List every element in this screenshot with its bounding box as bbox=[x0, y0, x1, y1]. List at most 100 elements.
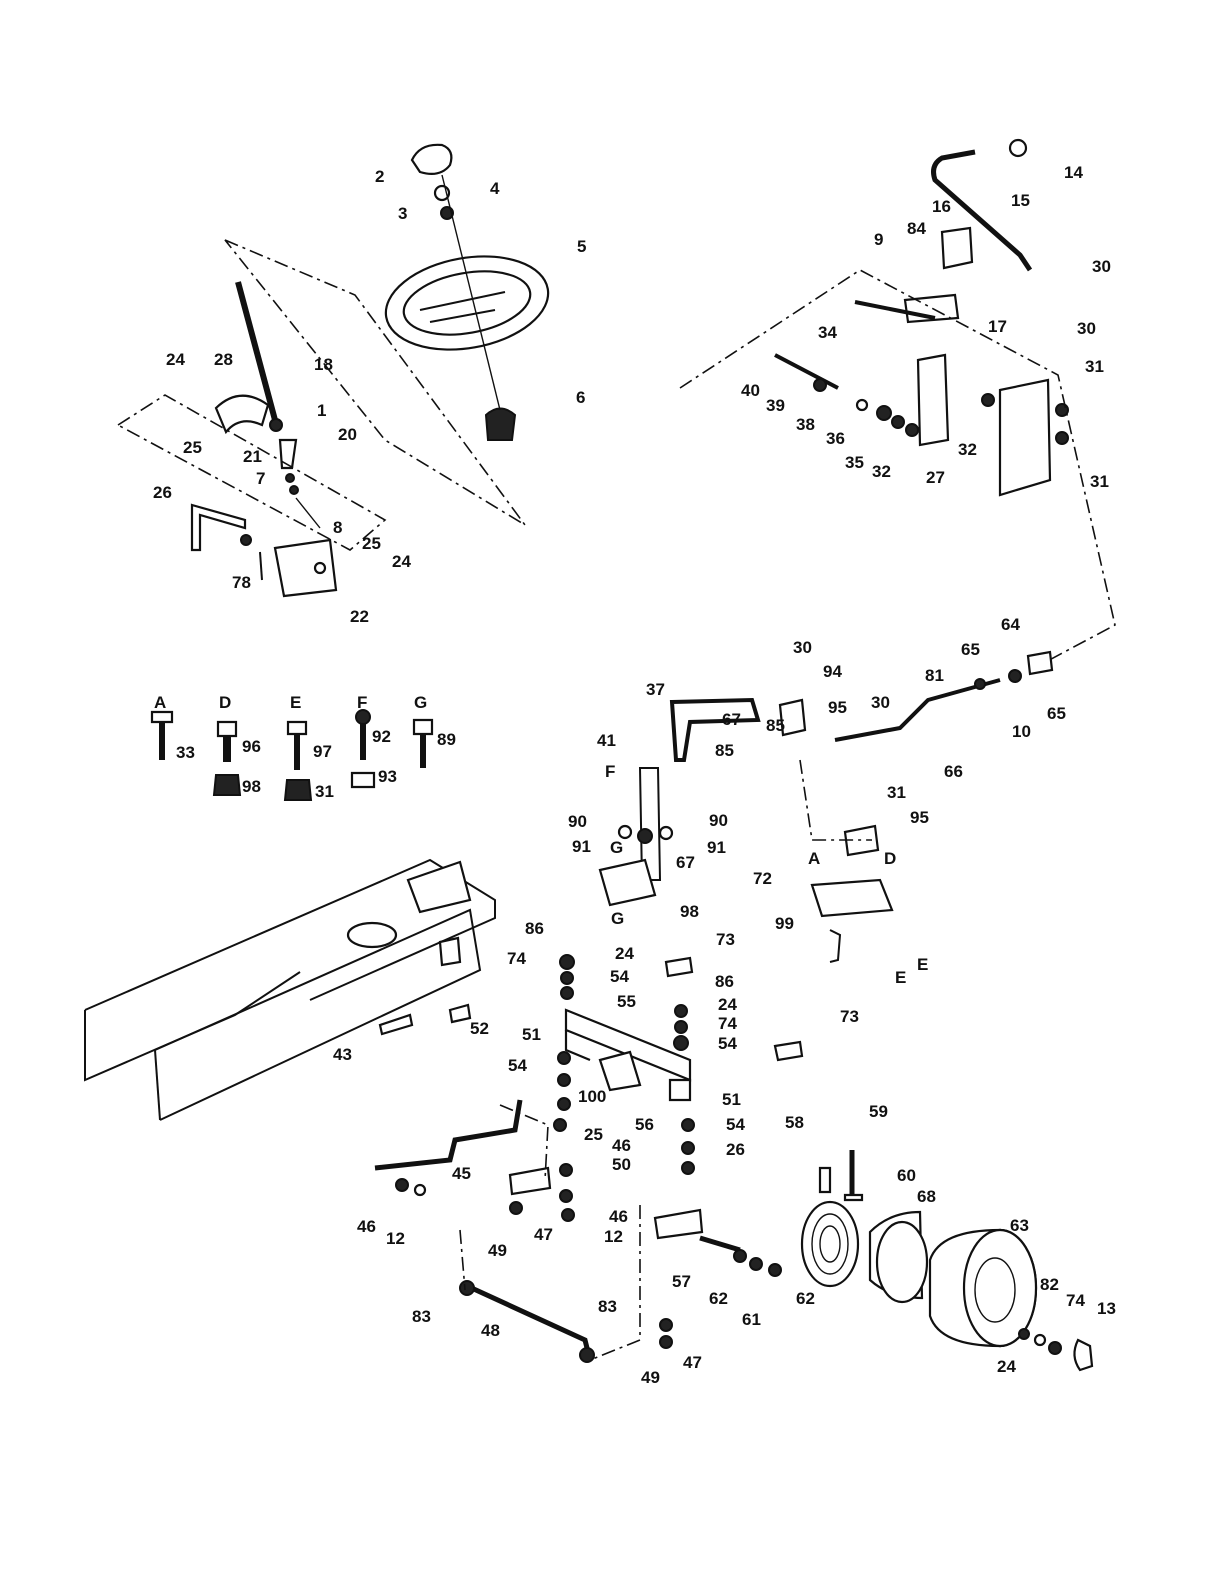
callout-label: 54 bbox=[718, 1034, 737, 1053]
callout-label: 18 bbox=[314, 355, 333, 374]
callout-label: 8 bbox=[333, 518, 342, 537]
callout-label: 65 bbox=[1047, 704, 1066, 723]
callout-label: 83 bbox=[412, 1307, 431, 1326]
callout-label: 43 bbox=[333, 1045, 352, 1064]
callout-label: 30 bbox=[1077, 319, 1096, 338]
bracket-20 bbox=[278, 438, 298, 470]
callout-label: 56 bbox=[635, 1115, 654, 1134]
callout-label: 98 bbox=[680, 902, 699, 921]
callout-label: 90 bbox=[709, 811, 728, 830]
hardware-key-labels: A 33 D 96 98 E 97 31 F 92 93 G 89 bbox=[154, 693, 456, 801]
callout-label: 49 bbox=[641, 1368, 660, 1387]
callout-label: 26 bbox=[153, 483, 172, 502]
callout-label: 32 bbox=[958, 440, 977, 459]
callout-label: 4 bbox=[490, 179, 500, 198]
key-letter-e: E bbox=[290, 693, 301, 712]
key-nut-f: 93 bbox=[378, 767, 397, 786]
callout-label: 46 bbox=[612, 1136, 631, 1155]
callout-label: 62 bbox=[796, 1289, 815, 1308]
bracket-16 bbox=[940, 226, 974, 270]
callout-label: 28 bbox=[214, 350, 233, 369]
callout-label: 13 bbox=[1097, 1299, 1116, 1318]
callout-label: 20 bbox=[338, 425, 357, 444]
callout-label: E bbox=[917, 955, 928, 974]
drag-link-26 bbox=[190, 503, 247, 552]
callout-label: 3 bbox=[398, 204, 407, 223]
steering-cap-2 bbox=[410, 143, 453, 175]
callout-label: 26 bbox=[726, 1140, 745, 1159]
callout-label: 22 bbox=[350, 607, 369, 626]
callout-label: 25 bbox=[362, 534, 381, 553]
support-28 bbox=[214, 394, 270, 435]
rim-62 bbox=[800, 1200, 860, 1288]
callout-label: 81 bbox=[925, 666, 944, 685]
callout-label: 15 bbox=[1011, 191, 1030, 210]
callout-label: 1 bbox=[317, 401, 326, 420]
callout-label: 95 bbox=[828, 698, 847, 717]
callout-label: 25 bbox=[584, 1125, 603, 1144]
callout-label: 90 bbox=[568, 812, 587, 831]
key-letter-a: A bbox=[154, 693, 166, 712]
frame bbox=[84, 858, 496, 1121]
drag-link-48 bbox=[463, 1282, 591, 1353]
callout-label: 37 bbox=[646, 680, 665, 699]
bracket-17 bbox=[916, 353, 950, 447]
grip-14 bbox=[1008, 138, 1028, 158]
callout-label: 17 bbox=[988, 317, 1007, 336]
callout-label: 95 bbox=[910, 808, 929, 827]
callout-label: 24 bbox=[392, 552, 411, 571]
callout-label: 83 bbox=[598, 1297, 617, 1316]
callout-label: 16 bbox=[932, 197, 951, 216]
callout-label: 12 bbox=[604, 1227, 623, 1246]
callout-label: 82 bbox=[1040, 1275, 1059, 1294]
callout-label: 86 bbox=[525, 919, 544, 938]
callout-label: 24 bbox=[615, 944, 634, 963]
key-letter-d: D bbox=[219, 693, 231, 712]
callout-label: D bbox=[884, 849, 896, 868]
key-letter-g: G bbox=[414, 693, 427, 712]
callout-label: G bbox=[611, 909, 624, 928]
key-bolt-a: 33 bbox=[176, 743, 195, 762]
callout-label: 66 bbox=[944, 762, 963, 781]
callout-label: 64 bbox=[1001, 615, 1020, 634]
callout-label: 24 bbox=[997, 1357, 1016, 1376]
callout-label: 2 bbox=[375, 167, 384, 186]
callout-label: 49 bbox=[488, 1241, 507, 1260]
callout-label: 30 bbox=[1092, 257, 1111, 276]
callout-label: 34 bbox=[818, 323, 837, 342]
callout-label: 38 bbox=[796, 415, 815, 434]
key-bolt-g: 89 bbox=[437, 730, 456, 749]
callout-label: 55 bbox=[617, 992, 636, 1011]
lift-lever-15 bbox=[931, 149, 1033, 272]
callout-label: 54 bbox=[508, 1056, 527, 1075]
key-bolt-f: 92 bbox=[372, 727, 391, 746]
callout-label: A bbox=[808, 849, 820, 868]
callout-label: 61 bbox=[742, 1310, 761, 1329]
callout-label: 74 bbox=[718, 1014, 737, 1033]
callout-label: 9 bbox=[874, 230, 883, 249]
callout-label: 31 bbox=[887, 783, 906, 802]
callout-label: 54 bbox=[610, 967, 629, 986]
callout-label: 65 bbox=[961, 640, 980, 659]
key-nut-d: 98 bbox=[242, 777, 261, 796]
adapter-6 bbox=[484, 407, 517, 441]
callout-label: 36 bbox=[826, 429, 845, 448]
callout-label: 5 bbox=[577, 237, 586, 256]
callout-label: 74 bbox=[507, 949, 526, 968]
drag-link-assembly bbox=[598, 650, 1054, 963]
key-nut-e: 31 bbox=[315, 782, 334, 801]
callout-label: 67 bbox=[676, 853, 695, 872]
hardware-key bbox=[150, 709, 434, 801]
cap-13 bbox=[1073, 1338, 1094, 1372]
callout-label: 57 bbox=[672, 1272, 691, 1291]
callout-label: 91 bbox=[707, 838, 726, 857]
callout-label: 58 bbox=[785, 1113, 804, 1132]
callout-label: 73 bbox=[840, 1007, 859, 1026]
callout-label: 41 bbox=[597, 731, 616, 750]
callout-label: 100 bbox=[578, 1087, 606, 1106]
callout-label: 6 bbox=[576, 388, 585, 407]
callout-label: 47 bbox=[534, 1225, 553, 1244]
callout-label: 86 bbox=[715, 972, 734, 991]
callout-label: 54 bbox=[726, 1115, 745, 1134]
callout-label: 51 bbox=[722, 1090, 741, 1109]
